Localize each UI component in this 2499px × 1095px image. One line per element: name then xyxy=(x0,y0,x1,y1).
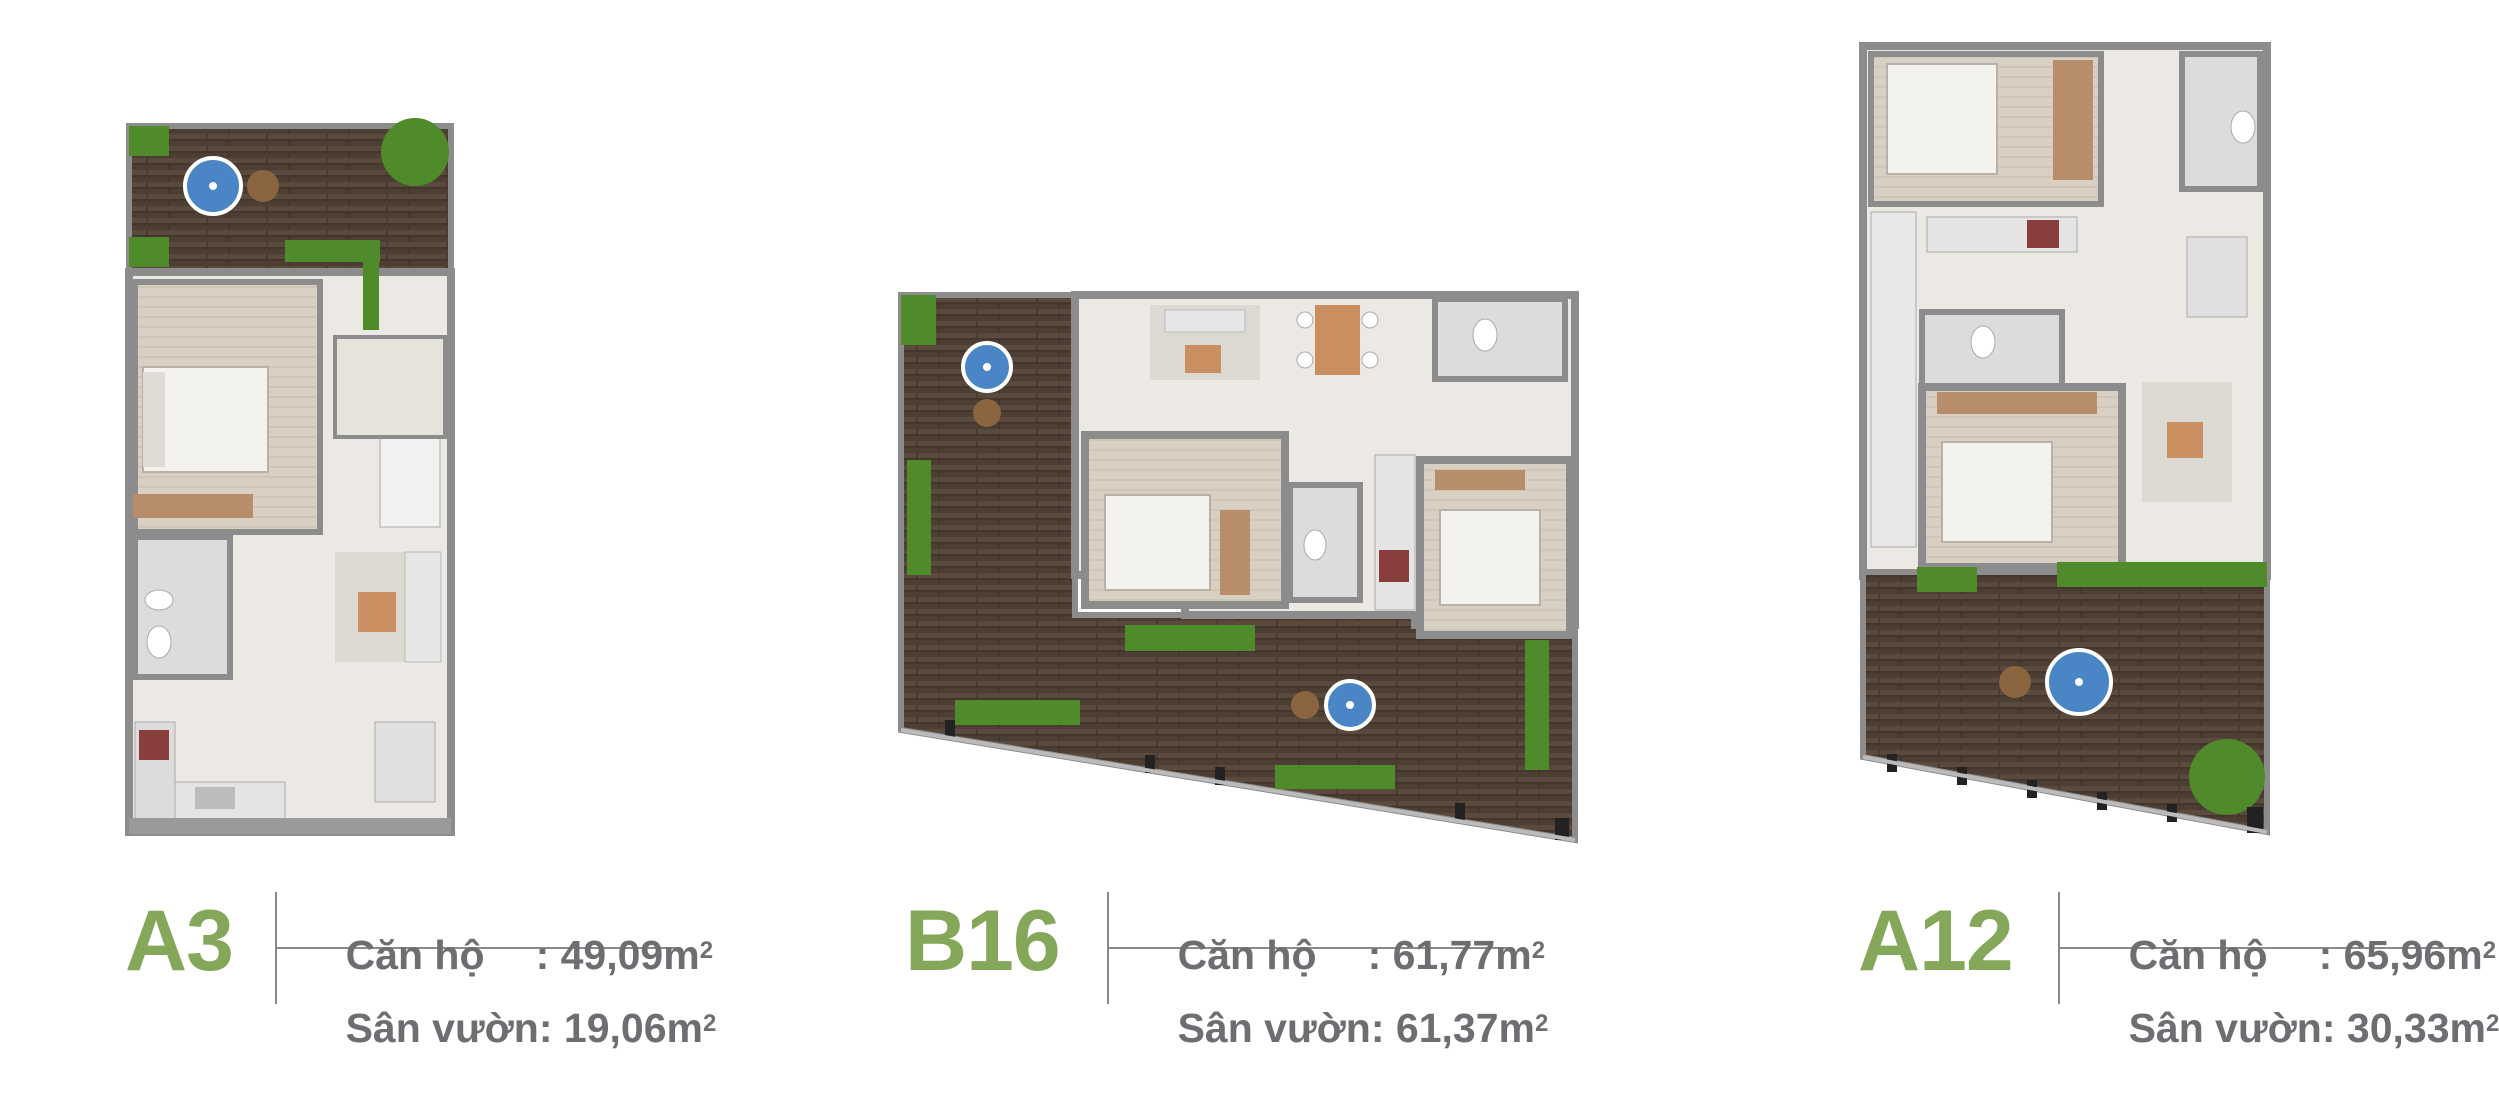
area-unit-superscript: 2 xyxy=(2482,937,2497,964)
apartment-area-value: : 49,09m xyxy=(535,932,700,978)
unit-code: B16 xyxy=(905,893,1061,989)
unit-code: A12 xyxy=(1858,893,2014,989)
apartment-label: Căn hộ xyxy=(345,932,485,978)
floor-plan-a12 xyxy=(1857,42,2277,842)
garden-label: Sân vườn xyxy=(1177,1005,1371,1051)
apartment-area-row: Căn hộ : 61,77m2 xyxy=(1132,889,1545,1021)
garden-area-row: Sân vườn: 19,06m2 xyxy=(300,962,717,1094)
area-unit-superscript: 2 xyxy=(1534,1010,1549,1037)
floor-plan-a3 xyxy=(125,118,455,838)
divider-horizontal xyxy=(2058,947,2463,949)
garden-area-value: : 30,33m xyxy=(2321,1005,2486,1051)
garden-area-value: : 19,06m xyxy=(538,1005,703,1051)
area-unit-superscript: 2 xyxy=(2485,1010,2499,1037)
apartment-label: Căn hộ xyxy=(1177,932,1317,978)
area-unit-superscript: 2 xyxy=(702,1010,717,1037)
garden-area-row: Sân vườn: 30,33m2 xyxy=(2083,962,2499,1094)
apartment-area-value: : 61,77m xyxy=(1367,932,1532,978)
garden-area-row: Sân vườn: 61,37m2 xyxy=(1132,962,1549,1094)
apartment-area-row: Căn hộ : 65,96m2 xyxy=(2083,889,2496,1021)
apartment-area-row: Căn hộ : 49,09m2 xyxy=(300,889,713,1021)
divider-horizontal xyxy=(275,947,680,949)
area-unit-superscript: 2 xyxy=(1531,937,1546,964)
unit-code: A3 xyxy=(125,893,234,989)
apartment-label: Căn hộ xyxy=(2128,932,2268,978)
floor-plan-b16 xyxy=(895,285,1579,847)
area-unit-superscript: 2 xyxy=(699,937,714,964)
garden-label: Sân vườn xyxy=(345,1005,539,1051)
apartment-area-value: : 65,96m xyxy=(2318,932,2483,978)
garden-area-value: : 61,37m xyxy=(1370,1005,1535,1051)
divider-horizontal xyxy=(1107,947,1512,949)
garden-label: Sân vườn xyxy=(2128,1005,2322,1051)
